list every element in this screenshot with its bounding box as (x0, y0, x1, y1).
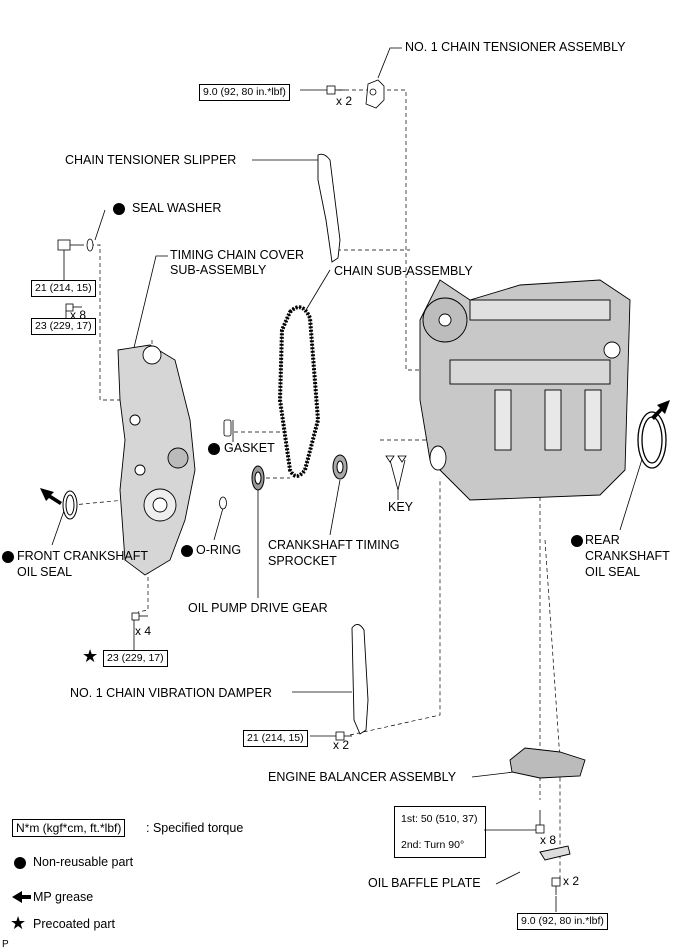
count-balancer: x 8 (540, 833, 557, 847)
balancer-drawing (509, 747, 586, 779)
cover-bolt-x4 (131, 612, 148, 621)
timing-cover-drawing (117, 344, 196, 576)
torque-damper: 21 (214, 15) (243, 730, 308, 747)
label-rear-seal-2: CRANKSHAFT (585, 549, 670, 563)
label-front-seal-1: FRONT CRANKSHAFT (17, 549, 149, 563)
crank-sprocket-drawing (332, 454, 348, 480)
count-baffle: x 2 (563, 874, 580, 888)
non-reusable-dot-front-seal (2, 551, 14, 563)
torque-cover-x4: 23 (229, 17) (103, 650, 168, 667)
label-crank-sprocket-2: SPROCKET (268, 554, 337, 568)
precoated-star-cover-x4: ★ (82, 646, 99, 666)
legend-non-reusable: Non-reusable part (33, 855, 134, 869)
torque-balancer-1st: 1st: 50 (510, 37) (401, 813, 478, 825)
o-ring-drawing (219, 496, 227, 510)
chain-drawing (277, 305, 321, 478)
label-baffle: OIL BAFFLE PLATE (368, 876, 481, 890)
legend-mp-grease: MP grease (33, 890, 94, 904)
torque-tensioner: 9.0 (92, 80 in.*lbf) (199, 84, 290, 101)
label-front-seal-2: OIL SEAL (17, 565, 73, 579)
non-reusable-dot-seal-washer (113, 203, 125, 215)
baffle-bolt (551, 877, 561, 895)
damper-drawing (351, 624, 369, 735)
chain-tensioner-drawing (365, 79, 385, 109)
balancer-bolt (535, 810, 545, 834)
tensioner-bolt (326, 85, 345, 95)
torque-balancer-2nd: 2nd: Turn 90° (401, 839, 465, 851)
count-cover-x8: x 8 (70, 308, 87, 322)
label-gasket: GASKET (224, 441, 275, 455)
legend-precoated: Precoated part (33, 917, 115, 931)
non-reusable-dot-gasket (208, 443, 220, 455)
pump-gear-drawing (251, 465, 265, 491)
count-cover-x4: x 4 (135, 624, 152, 638)
label-chain-sub: CHAIN SUB-ASSEMBLY (334, 264, 473, 278)
legend-torque-text: : Specified torque (146, 821, 244, 835)
label-balancer: ENGINE BALANCER ASSEMBLY (268, 770, 457, 784)
seal-washer-bolt (57, 238, 94, 252)
label-pump-gear: OIL PUMP DRIVE GEAR (188, 601, 328, 615)
count-damper: x 2 (333, 738, 350, 752)
count-tensioner: x 2 (336, 94, 353, 108)
label-rear-seal-1: REAR (585, 533, 620, 547)
corner-mark: P (2, 939, 9, 950)
torque-cover-x8: 23 (229, 17) (31, 318, 96, 335)
label-o-ring: O-RING (196, 543, 242, 557)
non-reusable-dot-rear-seal (571, 535, 583, 547)
cover-bolt-x8 (65, 303, 82, 312)
label-chain-tensioner: NO. 1 CHAIN TENSIONER ASSEMBLY (405, 40, 626, 54)
gasket-drawing (223, 419, 232, 437)
baffle-drawing (539, 845, 571, 861)
torque-leaders (63, 89, 536, 831)
torque-seal-washer-bolt: 21 (214, 15) (31, 280, 96, 297)
non-reusable-dot-o-ring (181, 545, 193, 557)
label-timing-cover-2: SUB-ASSEMBLY (170, 263, 267, 277)
mp-grease-arrow-rear (651, 400, 670, 420)
key-drawing (385, 455, 407, 463)
label-key: KEY (388, 500, 414, 514)
torque-baffle: 9.0 (92, 80 in.*lbf) (517, 913, 608, 930)
engine-block-drawing (419, 279, 631, 501)
label-tensioner-slipper: CHAIN TENSIONER SLIPPER (65, 153, 237, 167)
slipper-drawing (317, 153, 341, 263)
mp-grease-arrow-front (40, 488, 62, 505)
dashed-alignment-lines (71, 89, 561, 880)
label-rear-seal-3: OIL SEAL (585, 565, 641, 579)
label-crank-sprocket-1: CRANKSHAFT TIMING (268, 538, 400, 552)
label-vibration-damper: NO. 1 CHAIN VIBRATION DAMPER (70, 686, 272, 700)
legend-precoated-star: ★ (10, 913, 27, 933)
torque-balancer: 1st: 50 (510, 37) 2nd: Turn 90° (394, 806, 486, 858)
rear-seal-drawing (637, 411, 667, 469)
front-seal-drawing (62, 490, 78, 520)
label-timing-cover-1: TIMING CHAIN COVER (170, 248, 305, 262)
legend-torque-box: N*m (kgf*cm, ft.*lbf) (12, 819, 126, 837)
mp-grease-arrow-legend (12, 891, 31, 903)
label-seal-washer: SEAL WASHER (132, 201, 222, 215)
legend-non-reusable-dot (14, 857, 26, 869)
